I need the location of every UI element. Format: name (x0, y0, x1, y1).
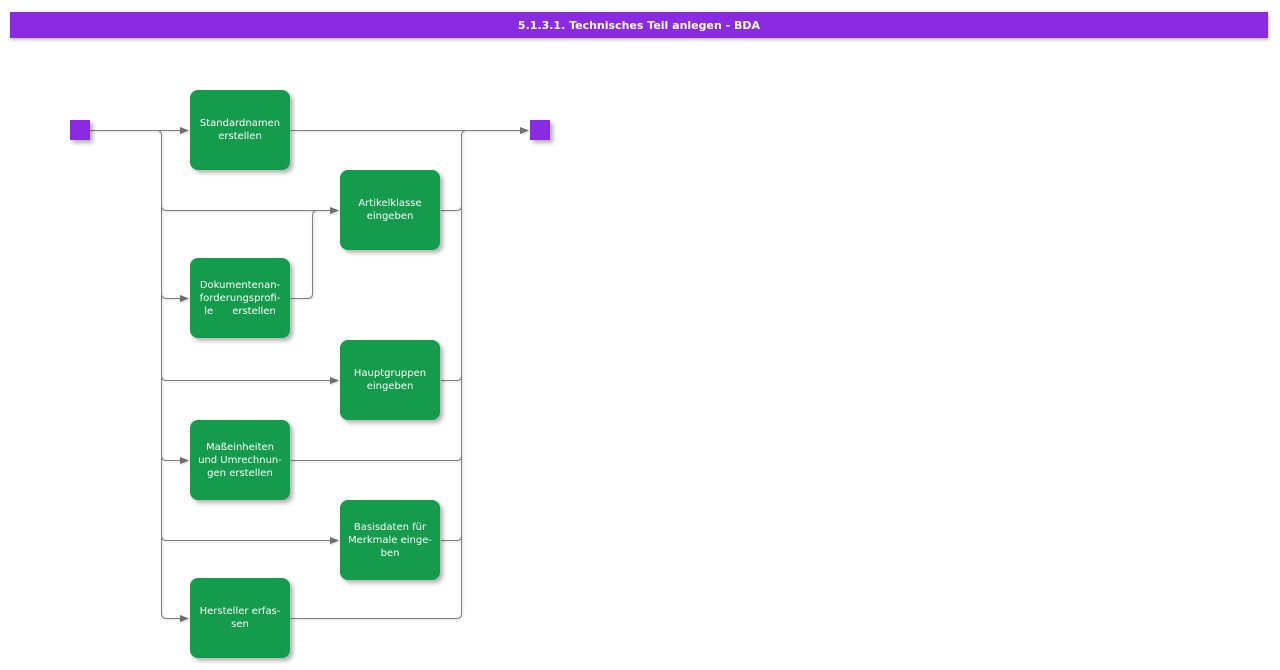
end-event-square[interactable] (530, 120, 550, 140)
arrowhead-icons (180, 127, 529, 622)
task-dokumentenanforderungsprofile-erstellen[interactable]: Dokumentenan- forderungsprofi- le erstel… (190, 258, 290, 338)
task-standardnamen-erstellen[interactable]: Standardnamen erstellen (190, 90, 290, 170)
task-basisdaten-fuer-merkmale-eingeben[interactable]: Basisdaten für Merkmale einge- ben (340, 500, 440, 580)
task-masseinheiten-und-umrechnungen-erstellen[interactable]: Maßeinheiten und Umrechnun- gen erstelle… (190, 420, 290, 500)
task-artikelklasse-eingeben[interactable]: Artikelklasse eingeben (340, 170, 440, 250)
task-hersteller-erfassen[interactable]: Hersteller erfas- sen (190, 578, 290, 658)
edge-paths (90, 130, 521, 619)
diagram-title-bar: 5.1.3.1. Technisches Teil anlegen - BDA (10, 12, 1268, 38)
task-hauptgruppen-eingeben[interactable]: Hauptgruppen eingeben (340, 340, 440, 420)
diagram-title: 5.1.3.1. Technisches Teil anlegen - BDA (517, 18, 761, 32)
start-event-square[interactable] (70, 120, 90, 140)
